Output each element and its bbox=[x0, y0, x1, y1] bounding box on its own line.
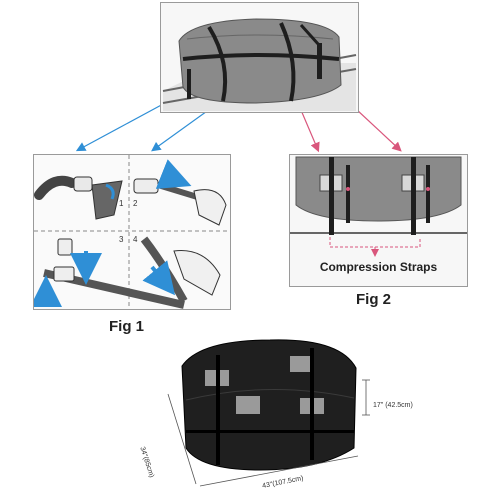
height-dimension-label: 17" (42.5cm) bbox=[373, 402, 413, 409]
buckle-steps-panel: 1 2 3 4 bbox=[33, 154, 231, 310]
cargo-bag-body bbox=[181, 339, 357, 471]
rooftop-bag-panel bbox=[160, 2, 359, 113]
fig1-caption: Fig 1 bbox=[109, 318, 145, 335]
step-1-number: 1 bbox=[119, 199, 124, 208]
rooftop-bag-illustration bbox=[162, 18, 357, 111]
step-4-number: 4 bbox=[133, 235, 138, 244]
step-3-number: 3 bbox=[119, 235, 124, 244]
compression-straps-label: Compression Straps bbox=[319, 260, 438, 274]
buckle-steps-illustration bbox=[34, 155, 230, 309]
compression-straps-panel: Compression Straps bbox=[289, 154, 468, 287]
fig2-caption: Fig 2 bbox=[356, 291, 392, 308]
step-2-number: 2 bbox=[133, 199, 138, 208]
compression-straps-illustration bbox=[290, 156, 467, 257]
